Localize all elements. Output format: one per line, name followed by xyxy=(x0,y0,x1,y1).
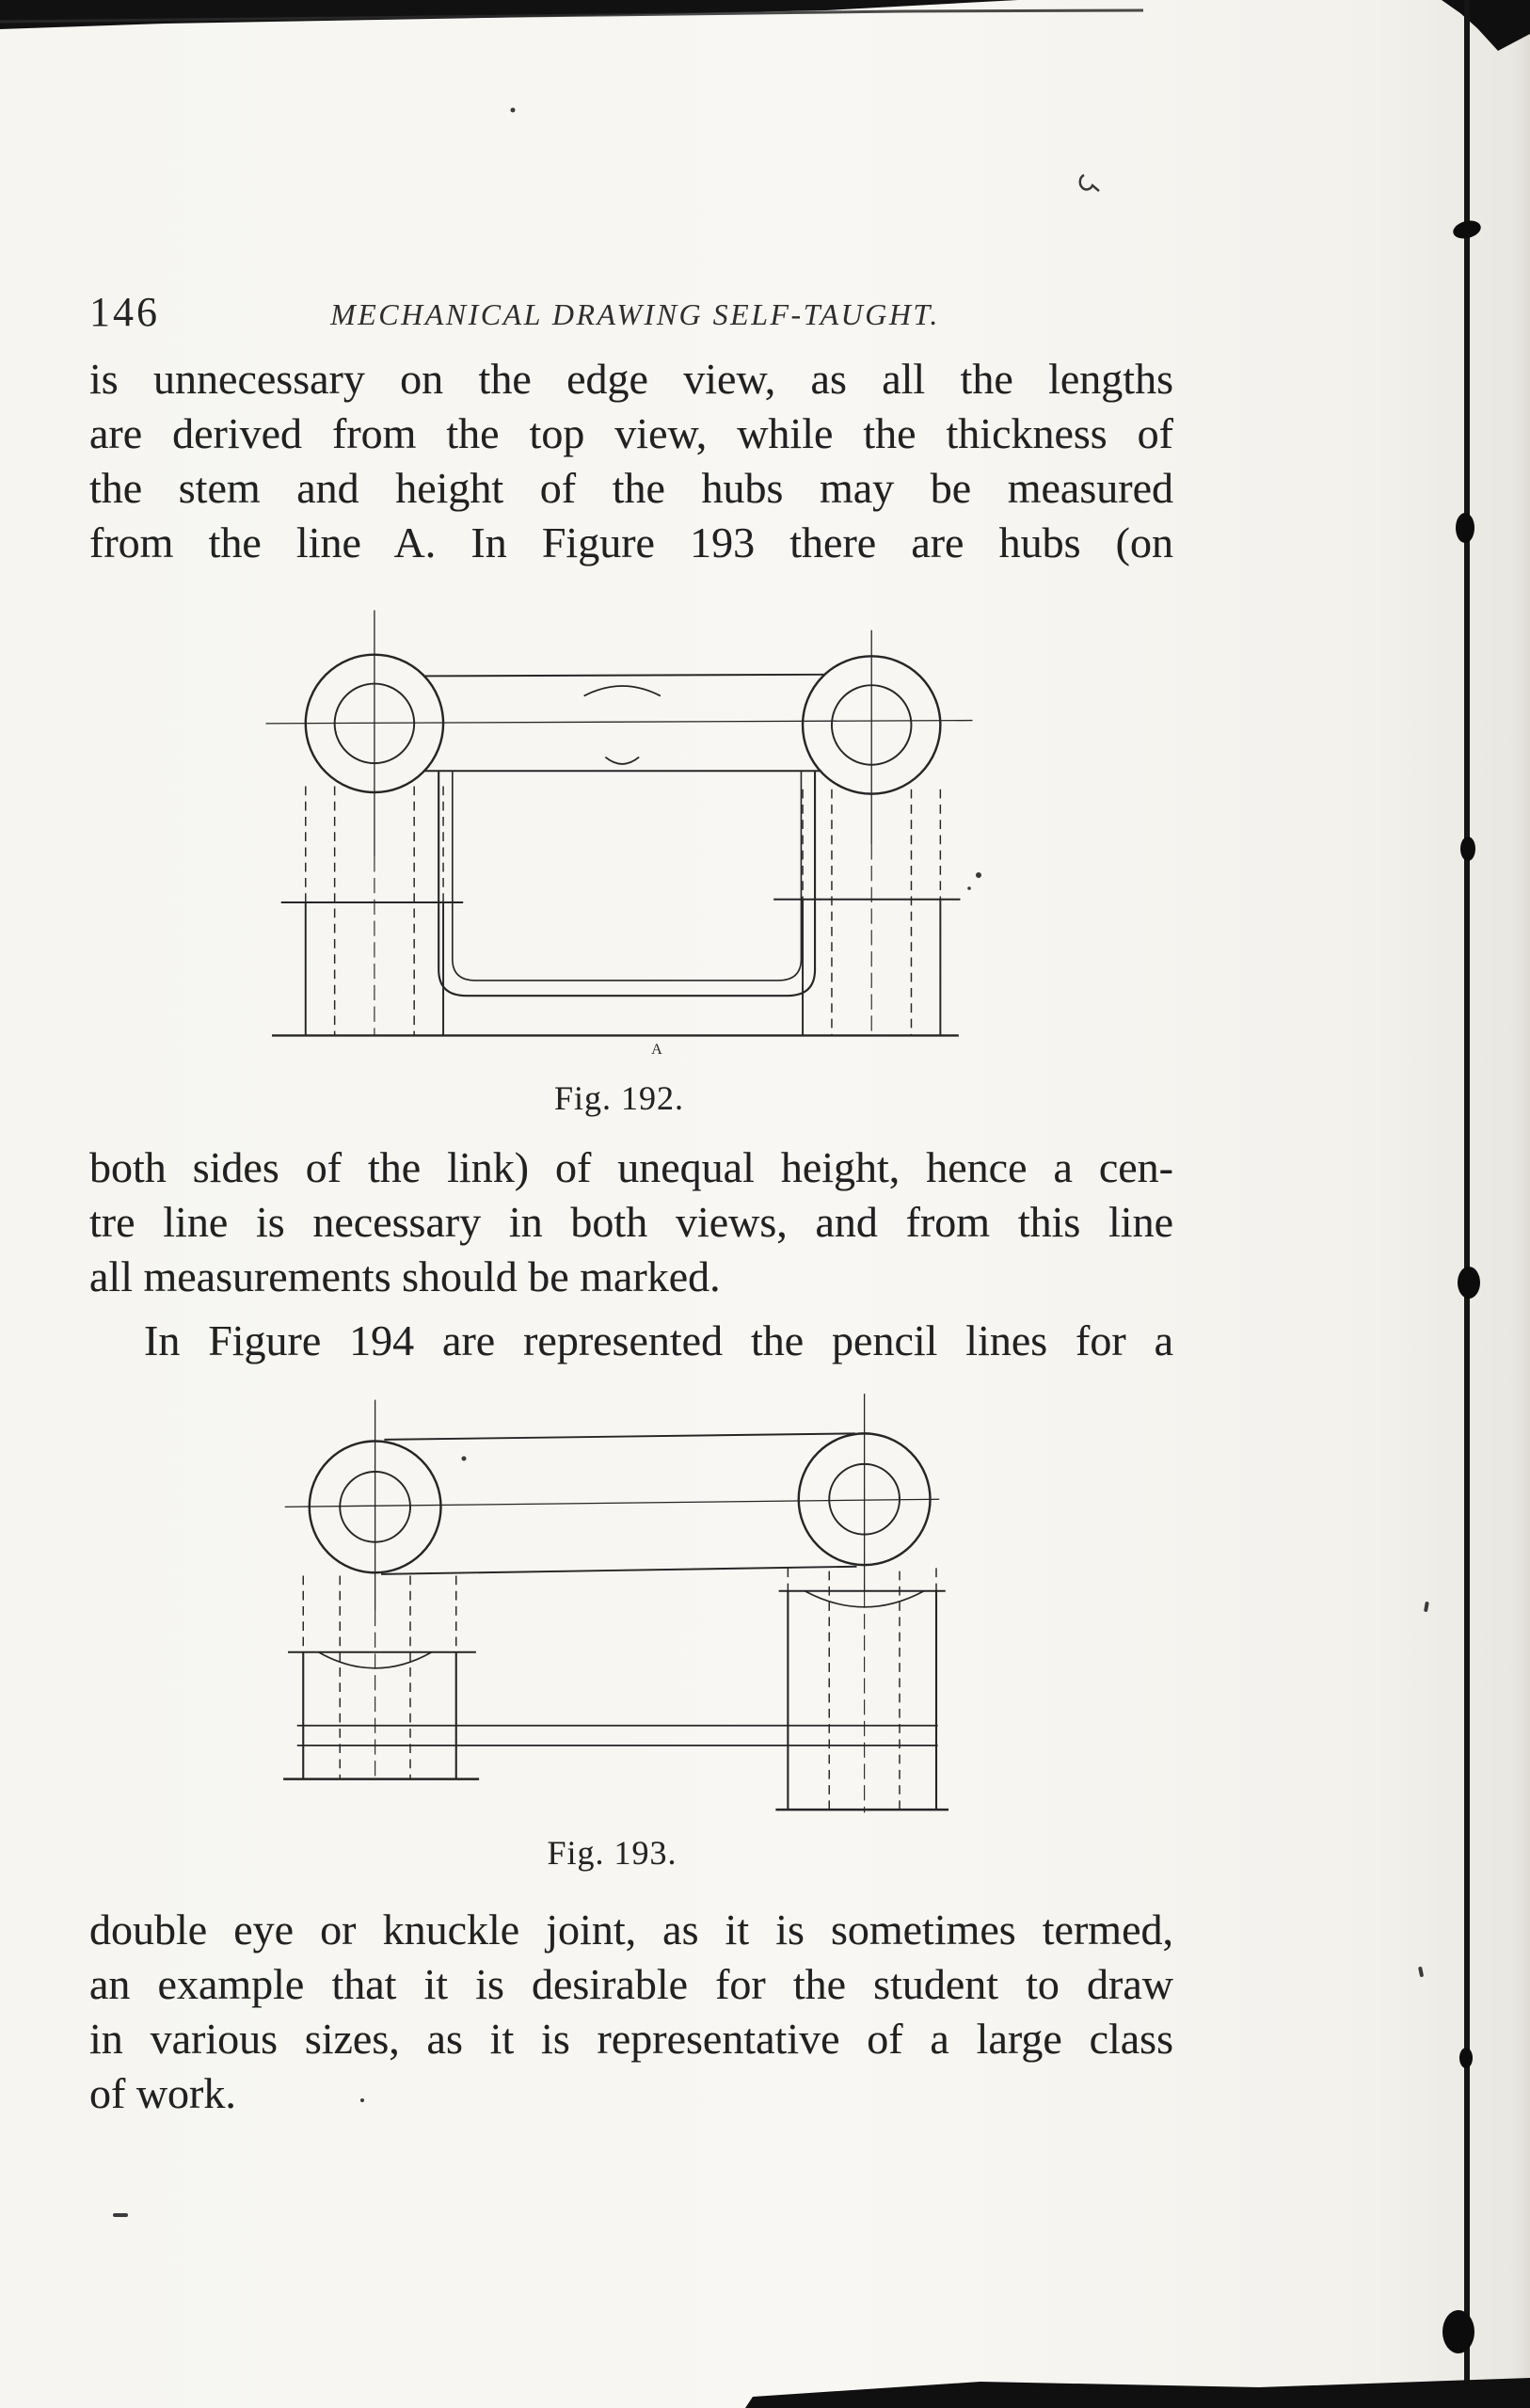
paragraph-1: is unnecessary on the edge view, as all … xyxy=(89,352,1173,570)
text-line: an example that it is desirable for the … xyxy=(89,1960,1173,2008)
figure-192-drawing: A xyxy=(265,610,973,1058)
text-line: all measurements should be marked. xyxy=(89,1252,721,1300)
text-line: from the line A. In Figure 193 there are… xyxy=(89,518,1173,566)
ink-squiggle xyxy=(1078,173,1100,192)
figure-193-caption: Fig. 193. xyxy=(547,1834,677,1872)
text-line: the stem and height of the hubs may be m… xyxy=(89,464,1173,512)
text-line: are derived from the top view, while the… xyxy=(89,409,1173,457)
top-edge-line xyxy=(0,8,1144,24)
text-line: both sides of the link) of unequal heigh… xyxy=(89,1143,1173,1191)
top-page-edge xyxy=(0,0,1018,29)
paragraph-4: double eye or knuckle joint, as it is so… xyxy=(89,1903,1173,2121)
text-line: is unnecessary on the edge view, as all … xyxy=(89,355,1173,403)
figure-192-caption: Fig. 192. xyxy=(553,1079,685,1117)
paragraph-2: both sides of the link) of unequal heigh… xyxy=(89,1140,1173,1304)
top-right-corner xyxy=(1442,0,1530,51)
binding-thread xyxy=(1464,0,1470,2408)
paragraph-3: In Figure 194 are represented the pencil… xyxy=(89,1314,1173,1368)
text-line: In Figure 194 are represented the pencil… xyxy=(144,1316,1173,1364)
bottom-page-edge xyxy=(745,2378,1530,2408)
text-line: of work. xyxy=(89,2069,236,2117)
binding-ink-blobs xyxy=(1442,220,1481,2353)
page-number: 146 xyxy=(89,289,160,335)
text-line: in various sizes, as it is representativ… xyxy=(89,2015,1173,2063)
text-line: tre line is necessary in both views, and… xyxy=(89,1198,1173,1246)
running-header: MECHANICAL DRAWING SELF-TAUGHT. xyxy=(330,297,940,331)
point-a-label: A xyxy=(651,1041,662,1058)
text-line: double eye or knuckle joint, as it is so… xyxy=(89,1906,1173,1954)
figure-193-drawing xyxy=(283,1394,948,1813)
